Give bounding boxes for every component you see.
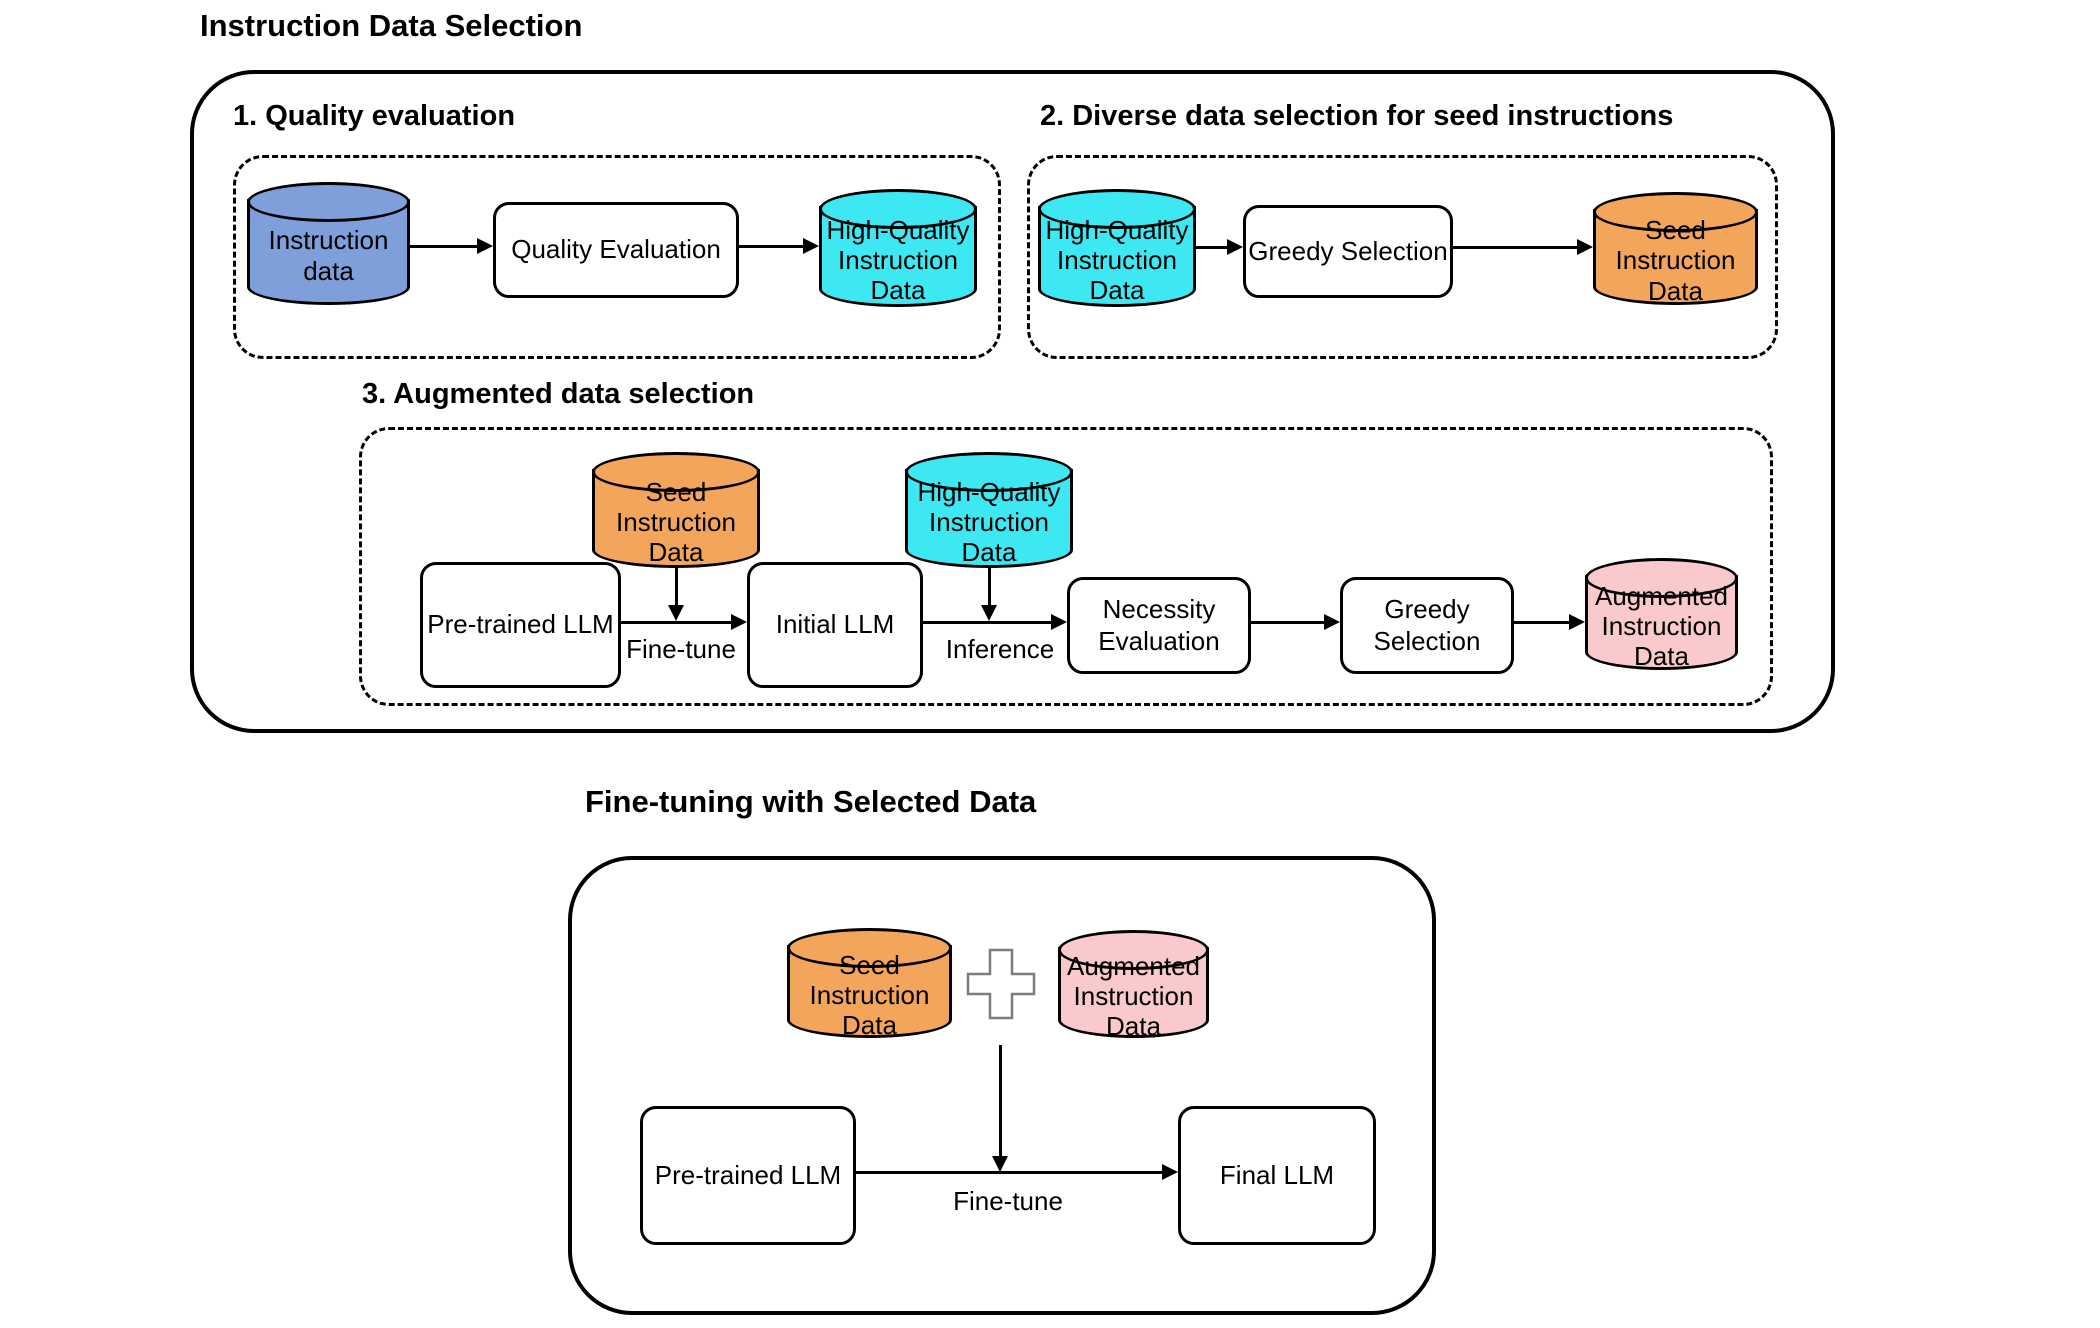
necessity-evaluation-box: Necessity Evaluation <box>1067 577 1251 674</box>
cylinder-label: High-Quality Instruction Data <box>917 476 1061 568</box>
cylinder-label: High-Quality Instruction Data <box>826 214 970 306</box>
diverse-data-selection-panel <box>1027 155 1778 359</box>
cylinder-label: Seed Instruction Data <box>809 949 930 1041</box>
finetune-flow-label-bottom: Fine-tune <box>953 1186 1063 1216</box>
arrow-data-to-finetune <box>992 1045 1008 1172</box>
fine-tuning-panel <box>568 856 1436 1315</box>
inference-flow-label: Inference <box>945 634 1055 664</box>
cylinder-top-ellipse <box>1593 192 1758 232</box>
cylinder-label: Instruction data <box>268 225 389 286</box>
arrow-hq-to-greedy <box>1196 239 1243 255</box>
cylinder-seed-instruction-data-1: Seed Instruction Data <box>1593 192 1758 306</box>
cylinder-top-ellipse <box>1585 558 1738 598</box>
cylinder-seed-instruction-data-2: Seed Instruction Data <box>592 452 760 568</box>
arrow-seed-to-finetune <box>668 568 684 621</box>
cylinder-label: Seed Instruction Data <box>616 476 736 568</box>
cylinder-instruction-data: Instruction data <box>247 182 410 305</box>
plus-icon <box>966 948 1036 1020</box>
greedy-selection-box-panel3: Greedy Selection <box>1340 577 1514 674</box>
cylinder-label: High-Quality Instruction Data <box>1045 214 1189 306</box>
cylinder-seed-instruction-data-3: Seed Instruction Data <box>787 928 952 1040</box>
greedy-selection-box-panel2: Greedy Selection <box>1243 205 1453 298</box>
section-title-fine-tuning: Fine-tuning with Selected Data <box>585 784 1037 819</box>
cylinder-high-quality-instruction-data-2: High-Quality Instruction Data <box>1038 189 1196 307</box>
arrow-instruction-to-quality <box>410 238 493 254</box>
augmented-data-selection-panel <box>359 427 1773 706</box>
final-llm-box: Final LLM <box>1178 1106 1376 1245</box>
quality-evaluation-panel <box>233 155 1001 359</box>
arrow-necessity-to-greedy <box>1245 614 1340 630</box>
cylinder-high-quality-instruction-data-3: High-Quality Instruction Data <box>905 452 1073 568</box>
arrow-greedy-to-augmented <box>1508 614 1585 630</box>
cylinder-top-ellipse <box>247 182 410 222</box>
cylinder-label: Augmented Instruction Data <box>1595 580 1728 672</box>
cylinder-label: Seed Instruction Data <box>1615 215 1736 306</box>
cylinder-top-ellipse <box>1038 189 1196 229</box>
arrow-greedy-to-seed <box>1447 239 1593 255</box>
finetune-flow-label: Fine-tune <box>626 634 736 664</box>
heading-augmented-data-selection: 3. Augmented data selection <box>362 378 755 410</box>
cylinder-augmented-instruction-data-2: Augmented Instruction Data <box>1058 930 1209 1041</box>
cylinder-label: Augmented Instruction Data <box>1067 950 1200 1042</box>
heading-diverse-data-selection: 2. Diverse data selection for seed instr… <box>1040 100 1674 132</box>
initial-llm-box: Initial LLM <box>747 562 923 688</box>
cylinder-top-ellipse <box>819 189 977 229</box>
cylinder-augmented-instruction-data-1: Augmented Instruction Data <box>1585 558 1738 671</box>
cylinder-high-quality-instruction-data-1: High-Quality Instruction Data <box>819 189 977 307</box>
section-title-instruction-data-selection: Instruction Data Selection <box>200 8 583 43</box>
arrow-pretrained-to-final <box>850 1164 1178 1180</box>
cylinder-top-ellipse <box>1058 930 1209 970</box>
arrow-hq-to-inference <box>981 568 997 621</box>
arrow-quality-to-hq <box>733 238 819 254</box>
cylinder-top-ellipse <box>905 452 1073 492</box>
arrow-initial-to-necessity <box>917 614 1067 630</box>
cylinder-top-ellipse <box>787 928 952 968</box>
heading-quality-evaluation: 1. Quality evaluation <box>233 100 516 132</box>
pretrained-llm-box-bottom: Pre-trained LLM <box>640 1106 856 1245</box>
pretrained-llm-box-panel3: Pre-trained LLM <box>420 562 621 688</box>
arrow-pretrained-to-initial <box>615 614 747 630</box>
cylinder-top-ellipse <box>592 452 760 492</box>
quality-evaluation-box: Quality Evaluation <box>493 202 739 298</box>
